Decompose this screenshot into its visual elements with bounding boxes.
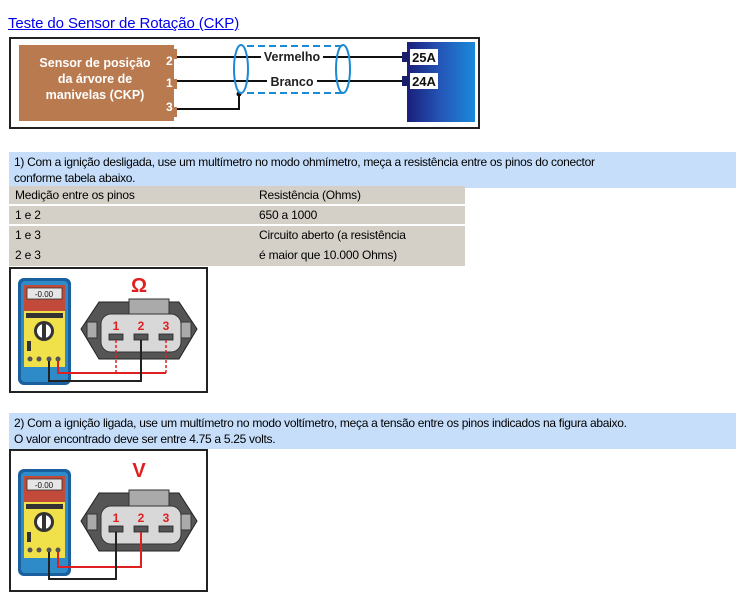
meter-display: -0.00	[35, 290, 54, 299]
sensor-body	[19, 45, 177, 121]
step1-line1: 1) Com a ignição desligada, use um multí…	[14, 155, 595, 169]
table-header-row: Medição entre os pinos Resistência (Ohms…	[9, 186, 465, 206]
sensor-label-1: Sensor de posição	[39, 56, 151, 70]
cell-pins: 1 e 2	[15, 208, 41, 222]
measurement-table: Medição entre os pinos Resistência (Ohms…	[9, 186, 465, 266]
probe-black	[48, 340, 142, 382]
connector: 1 2 3	[80, 298, 198, 360]
sensor-label-2: da árvore de	[58, 72, 132, 86]
wiring-diagram: Sensor de posição da árvore de manivelas…	[9, 37, 480, 129]
cell-resistance: 650 a 1000	[259, 208, 318, 222]
cell-resistance: Circuito aberto (a resistência	[259, 228, 406, 242]
title-link[interactable]: Teste do Sensor de Rotação (CKP)	[8, 15, 240, 32]
cell-pins: 1 e 3	[15, 228, 41, 242]
sensor-pin-1: 1	[166, 76, 173, 90]
pin-label-1: 1	[113, 319, 120, 333]
probe-red	[57, 361, 166, 374]
step1-instruction: 1) Com a ignição desligada, use um multí…	[9, 152, 736, 188]
connector: 1 2 3	[80, 489, 198, 552]
voltmeter-figure-svg: -0.00 V 1 2 3	[18, 460, 198, 580]
table-row: 1 e 3 Circuito aberto (a resistência 2 e…	[9, 226, 465, 266]
probe-red	[57, 532, 142, 568]
wire-label-branco: Branco	[270, 75, 313, 89]
step2-instruction: 2) Com a ignição ligada, use um multímet…	[9, 413, 736, 449]
meter-display: -0.00	[35, 481, 54, 490]
wire-ground	[177, 94, 240, 110]
multimeter: -0.00	[18, 469, 71, 576]
pin-label-2: 2	[138, 511, 145, 525]
header-pins: Medição entre os pinos	[15, 188, 135, 202]
wire-label-vermelho: Vermelho	[264, 50, 321, 64]
cell-resistance: é maior que 10.000 Ohms)	[259, 248, 397, 262]
wiring-diagram-svg: Sensor de posição da árvore de manivelas…	[19, 42, 475, 122]
sensor-pin-3: 3	[166, 100, 173, 114]
pin-label-3: 3	[163, 319, 170, 333]
table-row: 1 e 2 650 a 1000	[9, 206, 465, 226]
shield-end-right	[335, 44, 351, 94]
multimeter: -0.00	[18, 278, 71, 385]
ecu-pin-24a: 24A	[412, 74, 436, 89]
ohmmeter-figure: -0.00 Ω 1 2 3	[9, 267, 208, 393]
pin-label-3: 3	[163, 511, 170, 525]
pin-label-2: 2	[138, 319, 145, 333]
cell-pins: 2 e 3	[15, 248, 41, 262]
mode-symbol-ohm: Ω	[131, 275, 147, 297]
ecu-pin-25a: 25A	[412, 50, 436, 65]
step1-line2: conforme tabela abaixo.	[14, 171, 136, 185]
step2-line1: 2) Com a ignição ligada, use um multímet…	[14, 416, 627, 430]
pin-label-1: 1	[113, 511, 120, 525]
header-resistance: Resistência (Ohms)	[259, 188, 361, 202]
probe-black	[48, 532, 117, 580]
shield-end-left	[233, 44, 249, 94]
sensor-pin-2: 2	[166, 54, 173, 68]
ohmmeter-figure-svg: -0.00 Ω 1 2 3	[18, 275, 198, 385]
voltmeter-figure: -0.00 V 1 2 3	[9, 449, 208, 592]
sensor-label-3: manivelas (CKP)	[46, 88, 145, 102]
step2-line2: O valor encontrado deve ser entre 4.75 a…	[14, 432, 276, 446]
mode-symbol-volt: V	[132, 460, 146, 482]
